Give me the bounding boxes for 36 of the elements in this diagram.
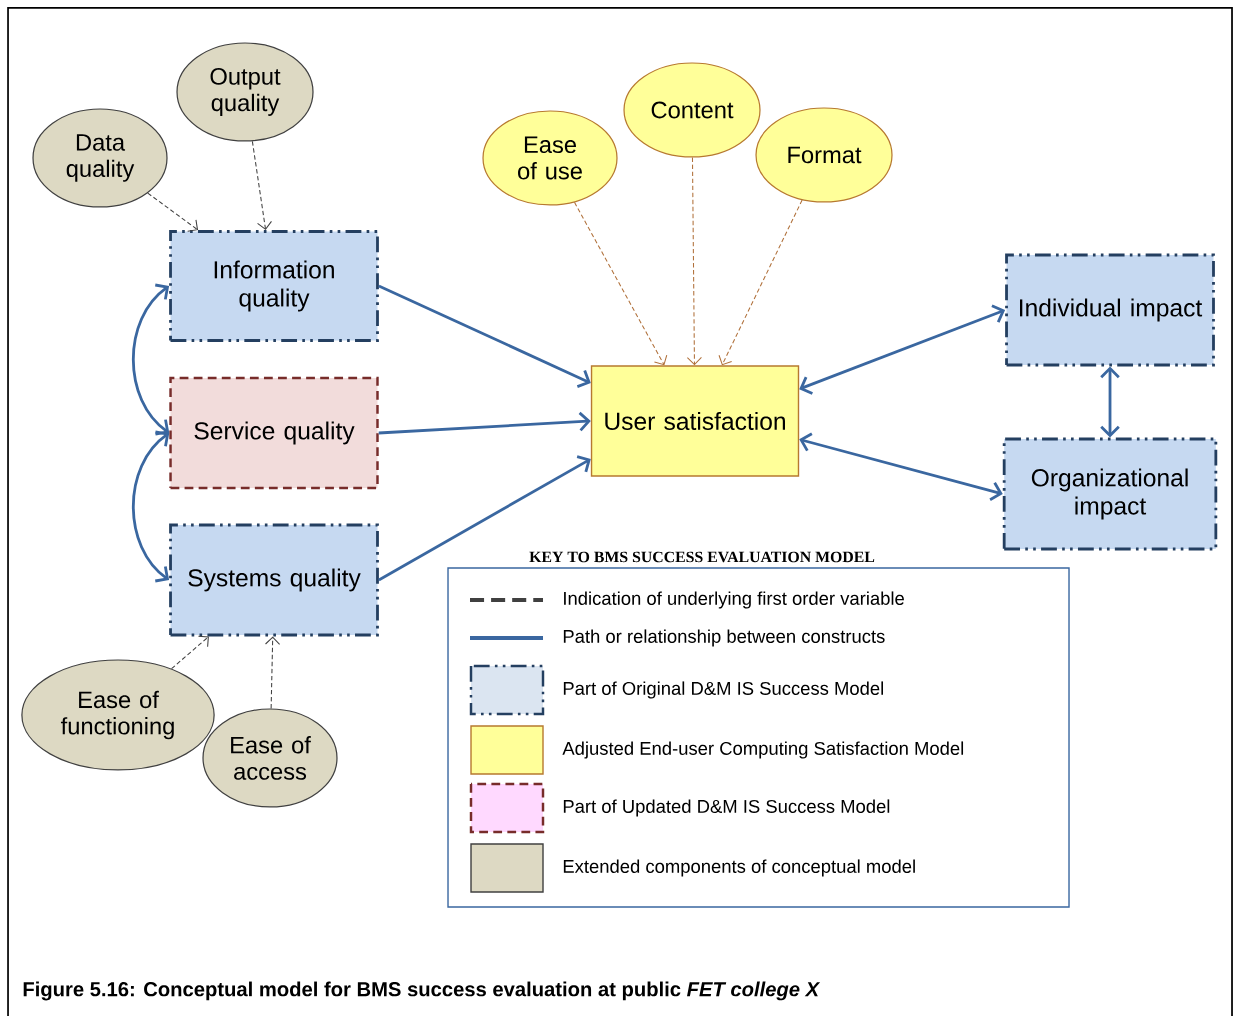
construct-box: Systems quality (169, 523, 379, 637)
dashed-arrow (265, 636, 281, 709)
oval: Ease of access (202, 708, 338, 808)
dashed-arrow (171, 635, 209, 670)
dashed-arrow (718, 199, 803, 366)
curved-arrow (132, 430, 170, 583)
construct-box: Information quality (169, 230, 379, 342)
curved-arrow (132, 283, 170, 436)
legend-text: Part of Original D&M IS Success Model (563, 681, 883, 699)
arrow (799, 304, 1006, 395)
construct-box: Individual impact (1005, 253, 1215, 367)
dashed-arrow (686, 157, 702, 366)
figure-caption: Figure 5.16: Conceptual model for BMS success evaluation at public FET college X (23, 981, 821, 1001)
oval: Output quality (176, 42, 314, 142)
legend-text: Extended components of conceptual model (563, 859, 915, 877)
oval: Data quality (32, 108, 168, 208)
arrow (799, 432, 1003, 501)
dashed-arrow (251, 140, 272, 231)
legend-text: Part of Updated D&M IS Success Model (563, 799, 890, 817)
construct-box: Service quality (169, 376, 379, 490)
construct-box: Organizational impact (1002, 437, 1218, 551)
oval: Format (755, 107, 893, 203)
legend-text: Path or relationship between constructs (563, 629, 885, 647)
dashed-arrow (147, 192, 199, 232)
arrow (378, 411, 591, 435)
arrow (1100, 366, 1120, 438)
oval: Content (623, 62, 761, 158)
construct-box: User satisfaction (590, 365, 800, 477)
dashed-arrow (573, 201, 668, 366)
oval: Ease of functioning (21, 659, 215, 771)
legend-title: KEY TO BMS SUCCESS EVALUATION MODEL (529, 551, 875, 563)
legend-text: Indication of underlying first order variable (564, 591, 904, 609)
legend-text: Adjusted End-user Computing Satisfaction Model (562, 741, 964, 759)
arrow (378, 455, 591, 582)
arrow (378, 284, 591, 388)
oval: Ease of use (482, 110, 618, 206)
